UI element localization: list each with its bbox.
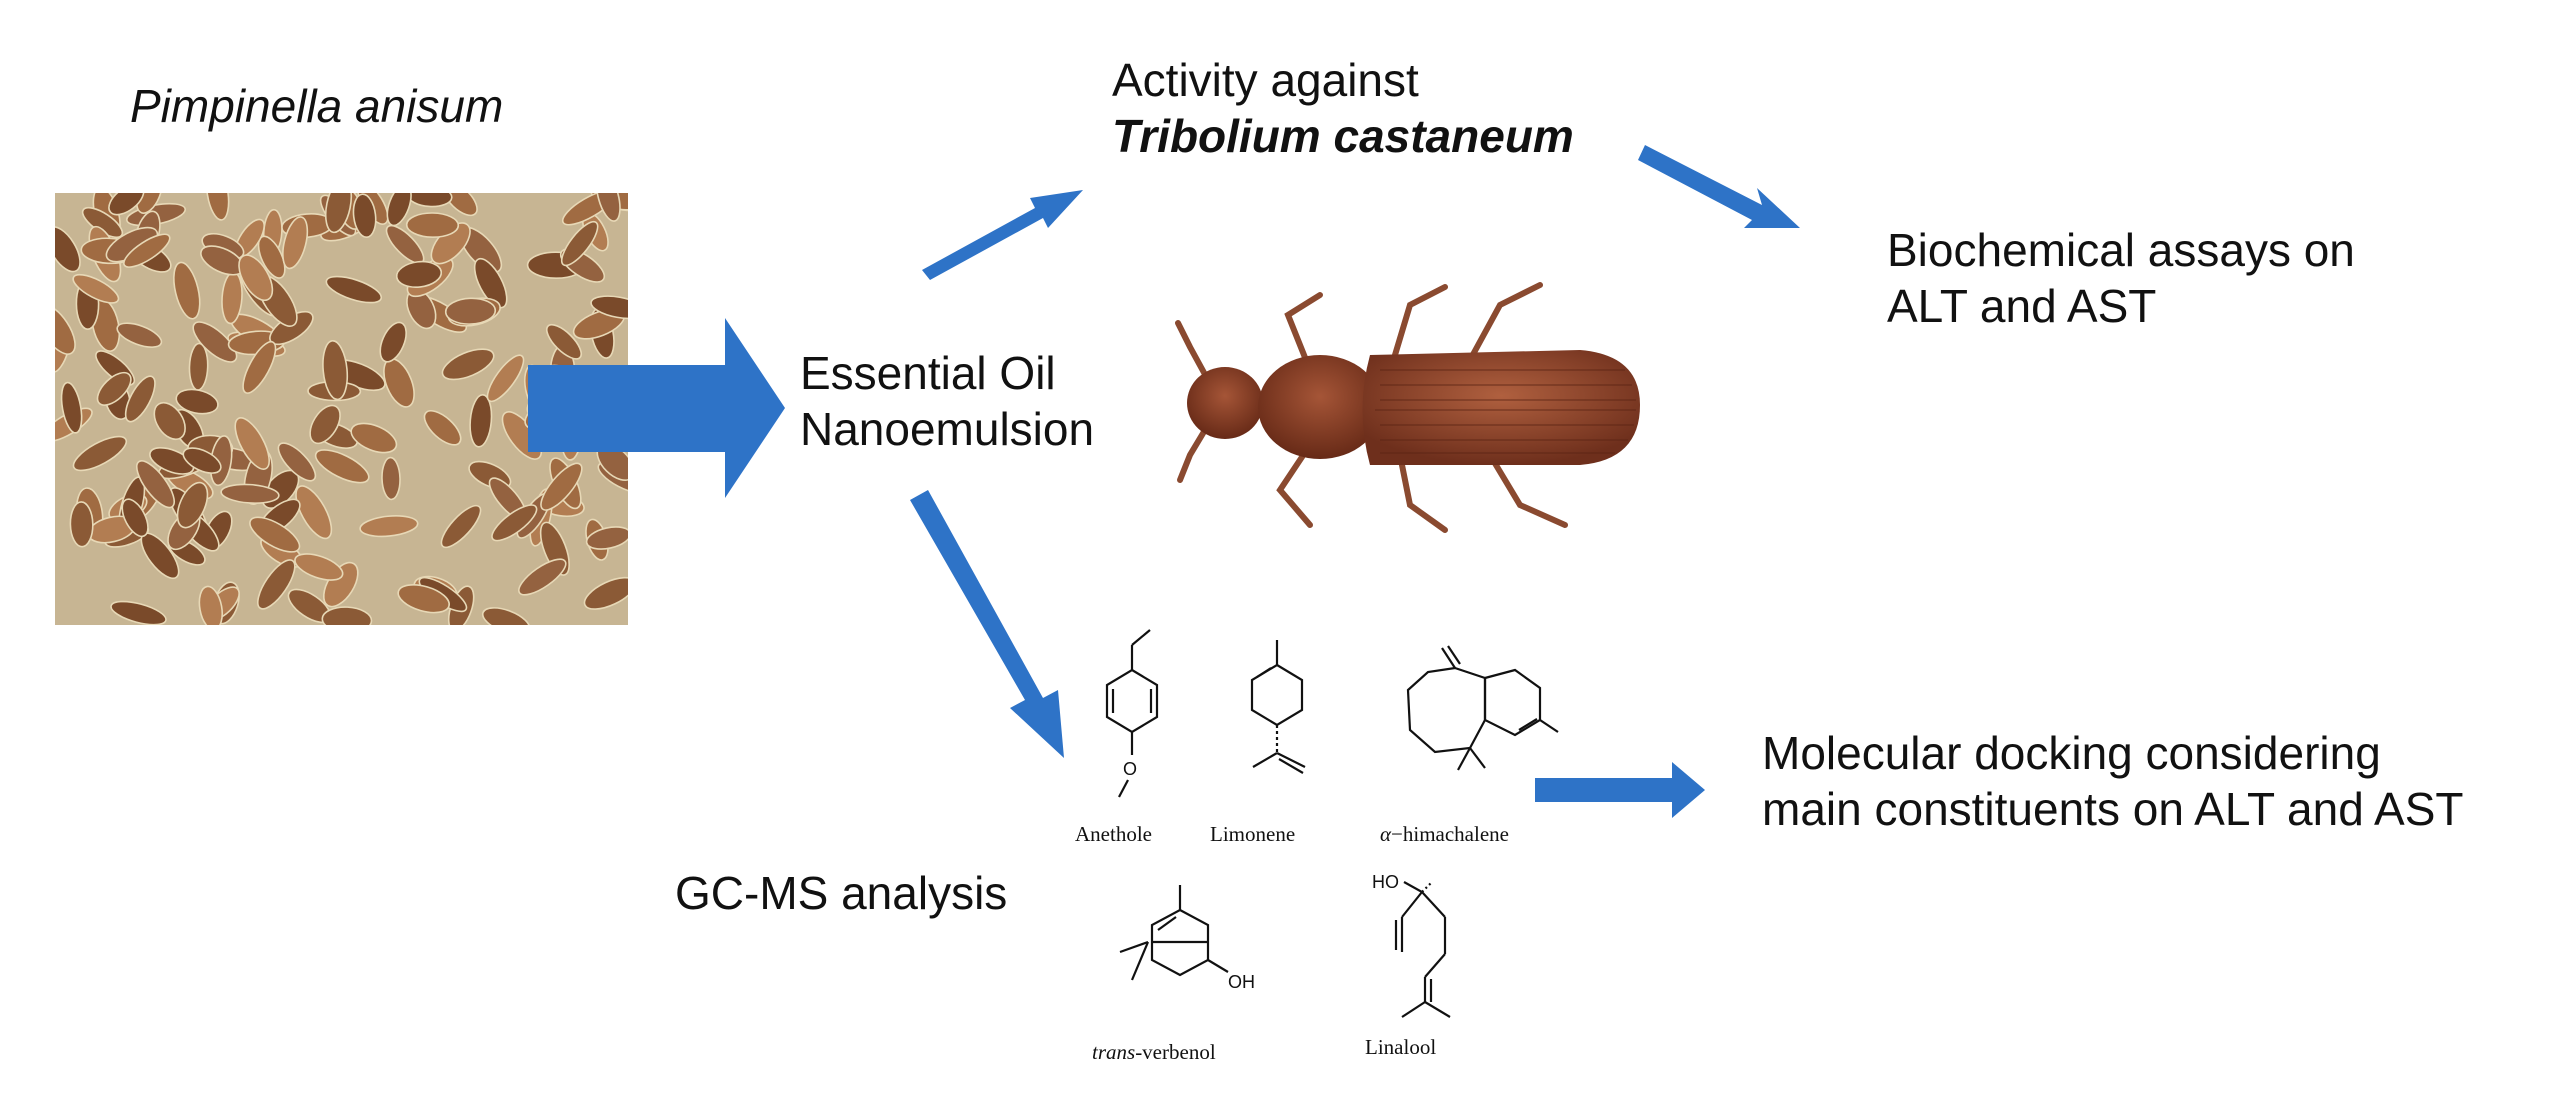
species-label: Pimpinella anisum <box>130 80 504 132</box>
essential-oil-label: Essential Oil Nanoemulsion <box>800 345 1094 457</box>
essential-oil-line1: Essential Oil <box>800 347 1056 399</box>
gcms-label: GC-MS analysis <box>675 867 1008 919</box>
limonene-caption: Limonene <box>1210 822 1296 846</box>
himachalene-structure <box>1406 645 1559 771</box>
himachalene-alpha: α <box>1380 822 1392 846</box>
trans-verbenol-structure: OH <box>1119 885 1255 992</box>
verbenol-trans-prefix: trans <box>1092 1040 1136 1064</box>
trans-verbenol-caption: trans-verbenol <box>1092 1040 1216 1065</box>
biochemical-line1: Biochemical assays on <box>1887 224 2355 276</box>
biochemical-line2: ALT and AST <box>1887 280 2157 333</box>
limonene-structure <box>1250 640 1306 774</box>
himachalene-caption: α−himachalene <box>1380 822 1509 847</box>
arrow-seeds-to-oil <box>528 318 785 498</box>
arrow-activity-to-biochemical <box>1638 145 1800 228</box>
arrow-oil-to-activity <box>922 190 1083 280</box>
docking-label: Molecular docking considering main const… <box>1762 725 2464 837</box>
anethole-caption: Anethole <box>1075 822 1152 846</box>
activity-line1: Activity against <box>1112 54 1419 106</box>
biochemical-assays-label: Biochemical assays on ALT and AST <box>1887 222 2355 334</box>
docking-line1: Molecular docking considering <box>1762 727 2381 779</box>
linalool-ho-atom: HO <box>1372 872 1399 892</box>
anise-seeds-drawing <box>55 193 628 625</box>
anethole-structure: O <box>1105 629 1159 798</box>
arrow-oil-to-gcms <box>910 490 1064 758</box>
essential-oil-line2: Nanoemulsion <box>800 403 1095 456</box>
anethole-o-atom: O <box>1123 759 1137 779</box>
himachalene-name: −himachalene <box>1391 822 1509 846</box>
activity-label: Activity against Tribolium castaneum <box>1112 52 1574 164</box>
linalool-structure: HO <box>1372 872 1451 1018</box>
docking-line2: main constituents on ALT and AST <box>1762 783 2464 836</box>
arrow-gcms-to-docking <box>1535 762 1705 818</box>
red-flour-beetle-photo <box>1175 282 1640 533</box>
linalool-caption: Linalool <box>1365 1035 1437 1059</box>
activity-line2: Tribolium castaneum <box>1112 110 1574 163</box>
verbenol-oh-atom: OH <box>1228 972 1255 992</box>
verbenol-name: -verbenol <box>1135 1040 1216 1064</box>
